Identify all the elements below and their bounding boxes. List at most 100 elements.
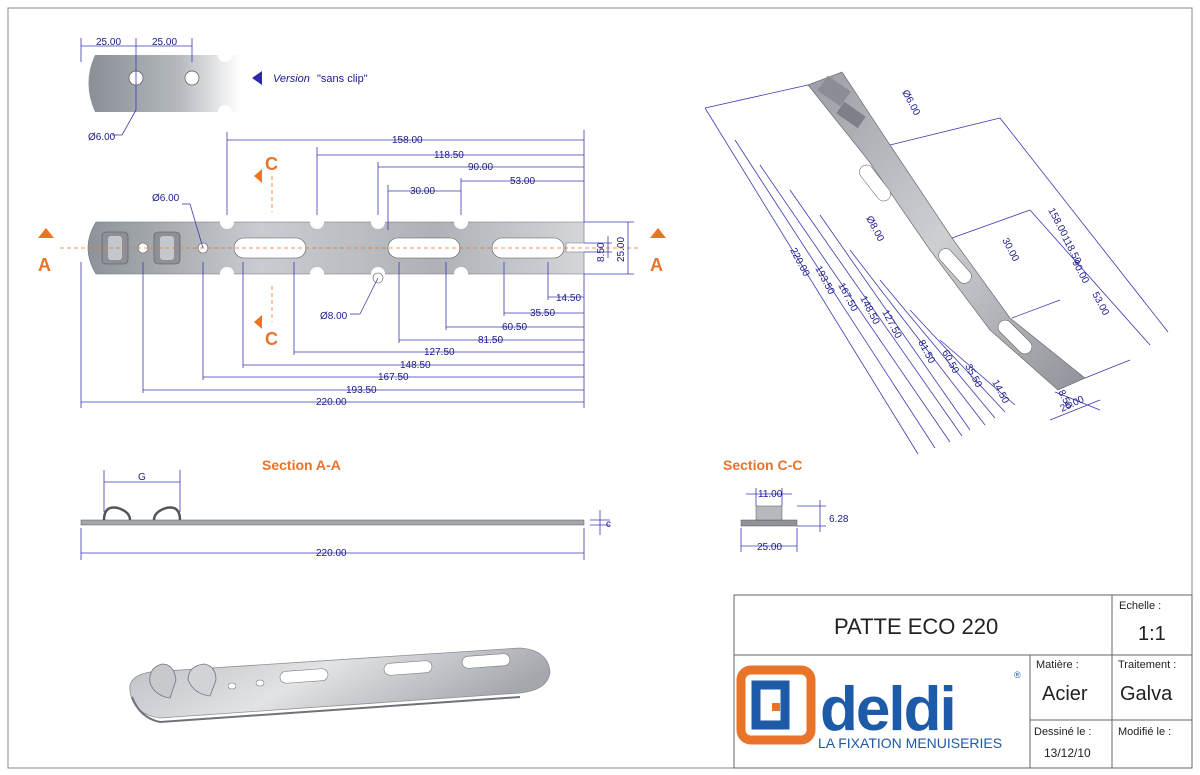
top-dim-53: 53.00	[510, 176, 535, 187]
version-word: Version	[273, 73, 310, 85]
section-aa-title: Section A-A	[262, 457, 341, 473]
drawn-value: 13/12/10	[1044, 746, 1091, 760]
bottom-dim-81-50: 81.50	[478, 335, 503, 346]
section-aa-gap: G	[138, 472, 146, 483]
section-cc-clip-width: 11.00	[758, 489, 783, 500]
sans-clip-notch-bottom	[218, 105, 232, 119]
brand-tagline: LA FIXATION MENUISERIES	[818, 735, 1002, 751]
render-strap-edge	[131, 696, 521, 724]
render-clip-left	[149, 663, 177, 699]
section-a-left-label: A	[38, 255, 51, 275]
bottom-dim-193-50: 193.50	[346, 385, 377, 396]
iso-slot-2	[938, 248, 972, 284]
hole-6mm-label: Ø6.00	[152, 193, 180, 204]
sans-clip-view: 25.00 25.00 Ø6.00 Version "sans clip"	[80, 37, 368, 143]
sans-clip-dim-1: 25.00	[96, 37, 121, 48]
section-c-bottom-label: C	[265, 329, 278, 349]
section-cc-height: 6.28	[829, 514, 849, 525]
iso-dim-60-50: 60.50	[939, 348, 961, 376]
right-dimensions: 8.50 25.00	[584, 221, 634, 275]
iso-dim-220: 220.00	[787, 246, 811, 279]
section-c-top-arrow-icon	[254, 169, 262, 183]
iso-dim-90: 90.00	[1069, 258, 1091, 286]
section-c-top-label: C	[265, 154, 278, 174]
iso-dim-53: 53.00	[1089, 290, 1111, 318]
drawing-title: PATTE ECO 220	[834, 614, 998, 639]
iso-hole-8: Ø8.00	[863, 214, 886, 244]
section-cc: Section C-C 11.00 6.28 25.00	[723, 457, 849, 553]
iso-dimension-lines	[704, 84, 1169, 455]
brand-registered: ®	[1014, 670, 1021, 680]
title-block: PATTE ECO 220 Echelle : 1:1 Matière : Ac…	[733, 594, 1193, 769]
iso-hole-6: Ø6.00	[899, 88, 922, 118]
sans-clip-dim-2: 25.00	[152, 37, 177, 48]
treatment-label: Traitement :	[1118, 659, 1176, 671]
hole-8mm-label: Ø8.00	[320, 311, 348, 322]
section-cc-width: 25.00	[757, 542, 782, 553]
section-aa-clip-right	[152, 506, 182, 521]
scale-label: Echelle :	[1119, 600, 1161, 612]
top-dim-90: 90.00	[468, 162, 493, 173]
bottom-dim-35-50: 35.50	[530, 308, 555, 319]
section-aa-plate	[80, 519, 585, 526]
iso-dim-167-50: 167.50	[835, 281, 859, 314]
render-strap	[129, 647, 551, 719]
bottom-dim-60-50: 60.50	[502, 322, 527, 333]
iso-dim-148-50: 148.50	[857, 294, 881, 327]
section-cc-title: Section C-C	[723, 457, 802, 473]
bottom-dim-127-50: 127.50	[424, 347, 455, 358]
iso-clip-2	[836, 101, 866, 129]
material-value: Acier	[1042, 683, 1088, 705]
sheet-border	[7, 7, 1193, 769]
top-dim-30: 30.00	[410, 186, 435, 197]
bottom-dim-148-50: 148.50	[400, 360, 431, 371]
iso-clip	[817, 75, 851, 107]
brand-name: deldi	[820, 675, 955, 744]
render-clip-right	[187, 663, 217, 697]
right-dim-8-50: 8.50	[596, 242, 607, 262]
bottom-dim-14-50: 14.50	[556, 293, 581, 304]
top-dim-118: 118.50	[434, 150, 464, 161]
iso-dim-158: 158.00	[1045, 206, 1069, 239]
iso-dim-127-50: 127.50	[879, 308, 903, 341]
iso-dim-81-50: 81.50	[915, 338, 937, 366]
bottom-dim-220: 220.00	[316, 397, 347, 408]
section-a-right-label: A	[650, 255, 663, 275]
bottom-dim-167-50: 167.50	[378, 372, 409, 383]
strap-notches	[220, 215, 468, 281]
deldi-logo: deldi ® LA FIXATION MENUISERIES	[736, 665, 1021, 751]
bottom-dimensions: 14.50 35.50 60.50 81.50 127.50 148.50 16…	[80, 262, 585, 408]
top-dimensions: 158.00 118.50 90.00 30.00 53.00	[226, 130, 585, 230]
product-3d-render	[129, 647, 551, 724]
iso-slot-1	[859, 164, 891, 202]
iso-dim-35-50: 35.50	[962, 362, 984, 390]
section-a-left-arrow-icon	[38, 228, 54, 238]
iso-view: 220.00 193.50 167.50 148.50 127.50 81.50…	[704, 71, 1169, 455]
version-name: "sans clip"	[317, 73, 368, 85]
iso-dim-193-50: 193.50	[812, 264, 836, 297]
scale-value: 1:1	[1138, 623, 1166, 645]
iso-dim-30: 30.00	[999, 236, 1021, 264]
iso-slot-3	[997, 319, 1033, 355]
drawn-label: Dessiné le :	[1034, 726, 1091, 738]
sans-clip-notch-top	[218, 48, 232, 62]
material-label: Matière :	[1036, 659, 1079, 671]
main-view: A A C C Ø6.00 Ø8.00 158.00 118.50 90.00	[38, 130, 666, 408]
section-a-right-arrow-icon	[650, 228, 666, 238]
section-cc-clip	[755, 505, 783, 521]
section-c-bottom-arrow-icon	[254, 315, 262, 329]
sans-clip-strap	[88, 55, 240, 112]
section-cc-plate	[740, 519, 798, 527]
version-arrow-icon	[252, 71, 262, 85]
modified-label: Modifié le :	[1118, 726, 1171, 738]
section-aa: Section A-A G c 220.00	[80, 457, 611, 560]
section-aa-length: 220.00	[316, 548, 347, 559]
right-dim-25: 25.00	[616, 237, 627, 262]
section-aa-clip-left	[102, 506, 132, 521]
treatment-value: Galva	[1120, 683, 1173, 705]
iso-dim-14-50: 14.50	[989, 378, 1011, 406]
section-aa-thickness: c	[606, 519, 611, 530]
sans-clip-hole-label: Ø6.00	[88, 132, 116, 143]
top-dim-158: 158.00	[392, 135, 423, 146]
